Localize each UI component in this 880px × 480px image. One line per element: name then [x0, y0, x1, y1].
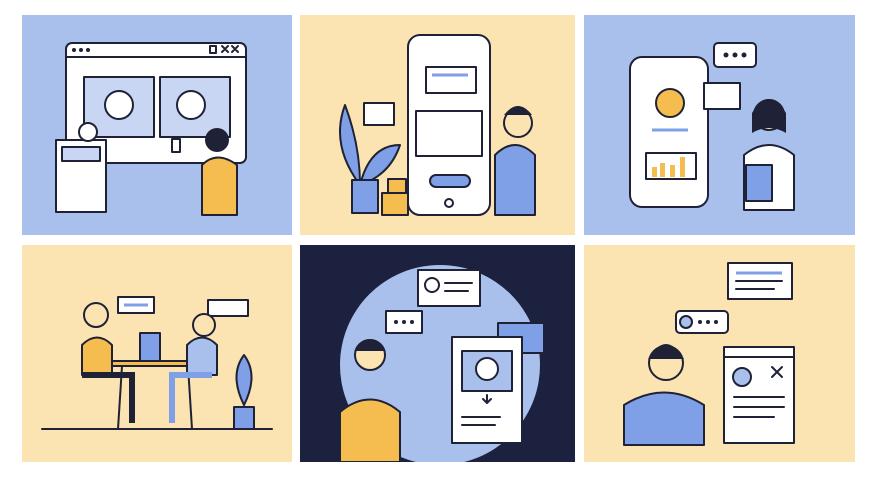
- profile-card-icon: [451, 336, 523, 444]
- close-icon: [771, 366, 783, 378]
- chat-bubble-icon: [207, 299, 249, 317]
- smartphone-icon: [407, 34, 491, 216]
- panel-phone-profile-chart: [584, 15, 855, 235]
- plant-icon: [339, 104, 401, 214]
- document-window-icon: [723, 346, 795, 444]
- chat-bubble-icon: [363, 102, 395, 126]
- person-pointing: [623, 344, 705, 446]
- gear-icon: [703, 82, 741, 110]
- bar-chart-icon: [645, 152, 697, 180]
- close-icon: [221, 45, 239, 53]
- chat-dots-icon: [675, 310, 729, 334]
- chat-dots-icon: [713, 42, 757, 68]
- user-avatar-icon: [104, 90, 134, 120]
- person-with-phone: [171, 128, 238, 216]
- person-left: [81, 302, 135, 423]
- person-pointing: [494, 106, 536, 216]
- chat-dots-icon: [385, 310, 423, 334]
- person-right: [169, 313, 218, 423]
- browser-window-icon: [65, 42, 247, 164]
- panel-browser-profiles: [22, 15, 292, 235]
- smartphone-icon: [629, 56, 709, 208]
- document-card-icon: [55, 122, 107, 213]
- chat-bubble-icon: [417, 269, 481, 307]
- panel-profile-document: [584, 245, 855, 462]
- user-avatar-icon: [655, 88, 685, 118]
- person-pointing: [339, 339, 401, 462]
- panel-smartphone-chat: [300, 15, 575, 235]
- lock-icon: [209, 45, 217, 54]
- panel-dark-profile-chat: [300, 245, 575, 462]
- gift-box-icon: [381, 178, 409, 216]
- download-arrow-icon: [482, 394, 492, 404]
- user-avatar-icon: [176, 90, 206, 120]
- person-with-tablet: [743, 99, 795, 211]
- plant-icon: [233, 354, 255, 430]
- panel-meeting-at-table: [22, 245, 292, 462]
- chat-bubble-icon: [117, 296, 155, 314]
- chat-bubble-icon: [727, 262, 793, 300]
- chat-bubble-icon: [425, 66, 477, 94]
- laptop-icon: [139, 332, 161, 362]
